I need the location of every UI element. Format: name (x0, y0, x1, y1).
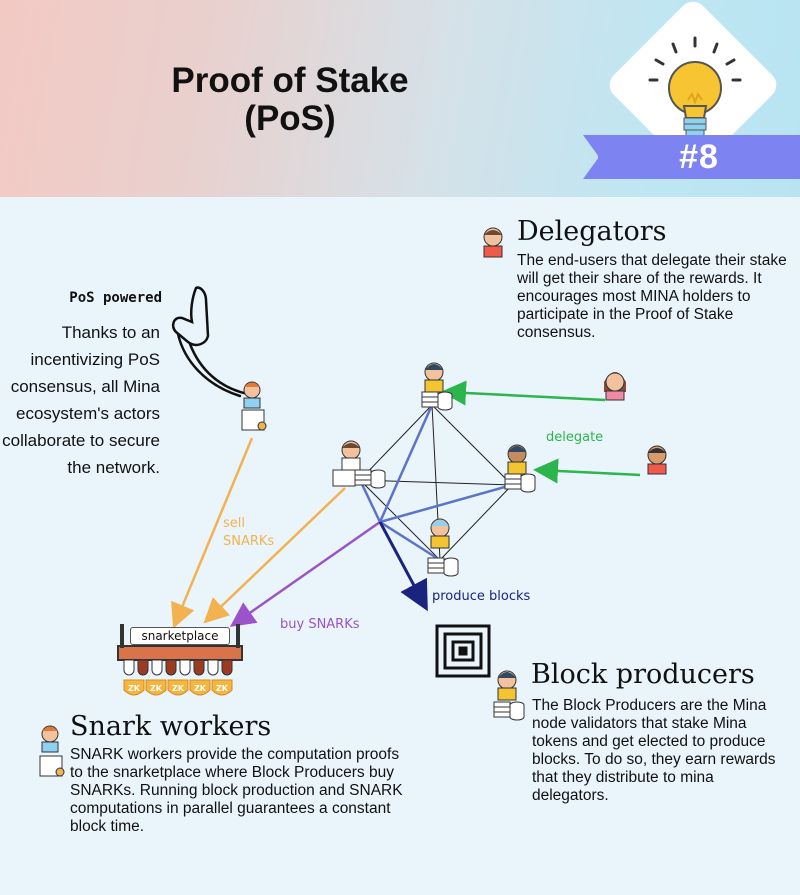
title-line-1: Proof of Stake (171, 61, 409, 100)
block-producers-heading: Block producers (531, 659, 755, 690)
zk-shield-icon (167, 679, 189, 696)
pos-powered-text: Thanks to an incentivizing PoS consensus… (2, 323, 160, 477)
block-producer-node-left (332, 440, 386, 489)
delegator-avatar-icon (647, 445, 667, 475)
page-title: Proof of Stake (PoS) (130, 62, 450, 138)
zk-token-label: ZK (172, 684, 185, 693)
block-icon (435, 624, 491, 678)
delegators-text: The end-users that delegate their stake … (517, 252, 787, 341)
lightbulb-icon (648, 36, 742, 137)
delegator-avatar-icon (604, 372, 626, 401)
zk-shield-icon (211, 679, 233, 696)
delegate-label: delegate (546, 430, 604, 445)
block-producer-node-right (504, 444, 536, 493)
delegate-arrow-1 (441, 380, 606, 406)
delegate-arrow-2 (533, 458, 641, 484)
title-line-2: (PoS) (244, 99, 336, 138)
zk-shield-icon (189, 679, 211, 696)
zk-shield-row (123, 679, 233, 696)
block-producer-node-top (421, 362, 453, 411)
sell-snarks-arrow-1 (171, 437, 254, 629)
sell-snarks-label: sell SNARKs (223, 515, 274, 551)
zk-token-label: ZK (150, 684, 163, 693)
delegators-heading: Delegators (517, 216, 667, 247)
network-links-blue (358, 404, 513, 562)
badge-ribbon-tail (583, 135, 599, 179)
block-producer-avatar-icon (493, 670, 525, 721)
zk-token-label: ZK (128, 684, 141, 693)
sell-label-line-2: SNARKs (223, 534, 275, 549)
sell-snarks-arrow-2 (203, 487, 346, 624)
produce-blocks-arrow (378, 521, 428, 612)
snarketplace-label: snarketplace (130, 627, 230, 645)
zk-token-label: ZK (194, 684, 207, 693)
snark-worker-avatar-icon (39, 725, 65, 777)
sell-label-line-1: sell (223, 516, 245, 531)
snark-workers-text: SNARK workers provide the computation pr… (70, 746, 403, 835)
buy-snarks-arrow (229, 520, 381, 627)
badge-number: #8 (679, 138, 719, 176)
badge-ribbon (598, 135, 800, 179)
block-producers-text: The Block Producers are the Mina node va… (532, 697, 776, 804)
zk-token-label: ZK (216, 684, 229, 693)
pos-powered-heading: PoS powered (69, 290, 162, 306)
zk-shield-icon (123, 679, 145, 696)
delegator-avatar-icon (483, 227, 503, 258)
network-links (359, 404, 513, 561)
produce-blocks-label: produce blocks (432, 589, 531, 604)
snark-workers-heading: Snark workers (70, 711, 272, 742)
buy-snarks-label: buy SNARKs (280, 617, 360, 632)
pointing-hand-icon (171, 286, 250, 398)
marketplace-stall-icon (117, 624, 243, 676)
zk-shield-icon (145, 679, 167, 696)
snark-worker-avatar-icon (241, 381, 267, 431)
block-producer-node-bottom (427, 518, 459, 577)
